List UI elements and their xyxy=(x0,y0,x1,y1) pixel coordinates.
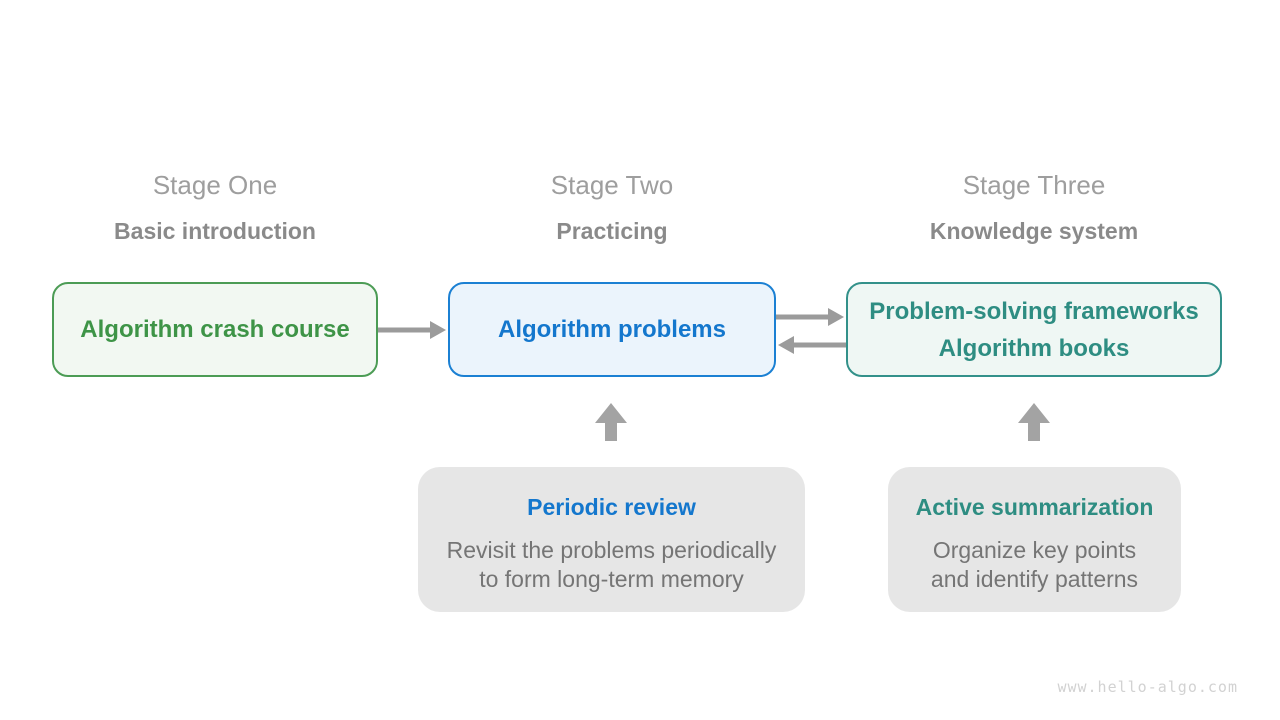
problem-solving-frameworks-label: Problem-solving frameworks xyxy=(869,297,1199,325)
arrow-up-icon xyxy=(595,403,627,441)
arrow-right-icon xyxy=(776,308,844,326)
stage-three-title: Stage Three xyxy=(962,170,1106,200)
stage-one-header: Stage One Basic introduction xyxy=(52,170,378,245)
periodic-review-body-line-1: Revisit the problems periodically xyxy=(446,537,777,563)
arrow-right-icon xyxy=(378,321,446,339)
arrow-up-icon xyxy=(1018,403,1050,441)
algorithm-crash-course-box: Algorithm crash course xyxy=(52,282,378,377)
periodic-review-note: Periodic review Revisit the problems per… xyxy=(418,467,805,612)
periodic-review-body: Revisit the problems periodically to for… xyxy=(447,536,777,594)
algorithm-crash-course-label: Algorithm crash course xyxy=(80,316,350,343)
stage-two-title: Stage Two xyxy=(550,170,674,200)
algorithm-problems-box: Algorithm problems xyxy=(448,282,776,377)
periodic-review-body-line-2: to form long-term memory xyxy=(479,566,744,592)
arrow-left-icon xyxy=(778,336,846,354)
periodic-review-title: Periodic review xyxy=(527,494,696,520)
knowledge-system-box: Problem-solving frameworks Algorithm boo… xyxy=(846,282,1222,377)
active-summarization-body-line-2: and identify patterns xyxy=(930,566,1139,592)
active-summarization-note: Active summarization Organize key points… xyxy=(888,467,1181,612)
stage-three-header: Stage Three Knowledge system xyxy=(846,170,1222,245)
stage-one-subtitle: Basic introduction xyxy=(114,218,316,244)
active-summarization-body-line-1: Organize key points xyxy=(932,537,1137,563)
algorithm-books-label: Algorithm books xyxy=(938,334,1130,362)
active-summarization-body: Organize key points and identify pattern… xyxy=(931,536,1138,594)
stage-one-title: Stage One xyxy=(152,170,278,200)
stage-two-header: Stage Two Practicing xyxy=(448,170,776,245)
stage-three-subtitle: Knowledge system xyxy=(929,218,1139,244)
watermark: www.hello-algo.com xyxy=(1057,678,1238,696)
algorithm-problems-label: Algorithm problems xyxy=(497,316,726,343)
active-summarization-title: Active summarization xyxy=(915,494,1154,520)
stage-two-subtitle: Practicing xyxy=(556,218,668,244)
